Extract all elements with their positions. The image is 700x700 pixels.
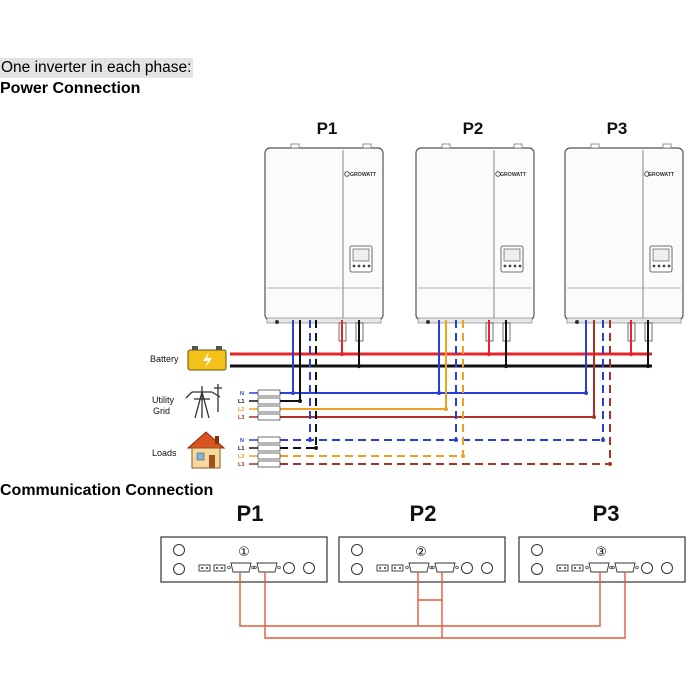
battery-icon (187, 346, 227, 371)
load-terminal-l1: L1 (238, 446, 244, 452)
load-terminal-n: N (240, 438, 244, 444)
grid-terminal-block: N L1 L2 L3 (238, 389, 281, 421)
phase-title: One inverter in each phase: (0, 58, 194, 78)
comm-p3-number: ③ (595, 545, 607, 560)
load-terminal-l3: L3 (238, 462, 244, 468)
utility-label: Utility (152, 395, 174, 405)
comm-p1-label: P1 (237, 501, 264, 526)
inverter-p2-label: P2 (463, 119, 484, 138)
grid-terminal-n: N (240, 391, 244, 397)
inverter-p3: P3 GROWATT (564, 119, 684, 342)
comm-p2-label: P2 (410, 501, 437, 526)
grid-label: Grid (153, 406, 170, 416)
house-icon (186, 431, 226, 469)
grid-terminal-l1: L1 (238, 399, 244, 405)
comm-cables (239, 572, 626, 639)
inverter-p3-label: P3 (607, 119, 628, 138)
comm-p3-label: P3 (593, 501, 620, 526)
load-terminal-block: N L1 L2 L3 (238, 436, 281, 468)
battery-label: Battery (150, 354, 179, 364)
inverter-p1-brand: GROWATT (350, 172, 377, 178)
comm-p1-number: ① (238, 545, 250, 560)
comm-p2-number: ② (415, 545, 427, 560)
grid-wiring (280, 320, 596, 419)
inverter-p2: P2 GROWATT (415, 119, 535, 342)
communication-connection-heading: Communication Connection (0, 482, 214, 499)
loads-label: Loads (152, 448, 177, 458)
load-wiring (280, 320, 611, 465)
grid-terminal-l2: L2 (238, 407, 244, 413)
load-terminal-l2: L2 (238, 454, 244, 460)
inverter-p3-brand: GROWATT (648, 172, 675, 178)
comm-panel-p1: P1 ① (160, 501, 328, 583)
comm-panel-p2: P2 ② (338, 501, 506, 583)
inverter-p1: P1 GROWATT (264, 119, 384, 342)
utility-pole-icon (185, 384, 222, 419)
comm-panel-p3: P3 ③ (518, 501, 686, 583)
inverter-p1-label: P1 (317, 119, 338, 138)
power-connection-heading: Power Connection (0, 80, 141, 97)
inverter-p2-brand: GROWATT (500, 172, 527, 178)
grid-terminal-l3: L3 (238, 415, 244, 421)
